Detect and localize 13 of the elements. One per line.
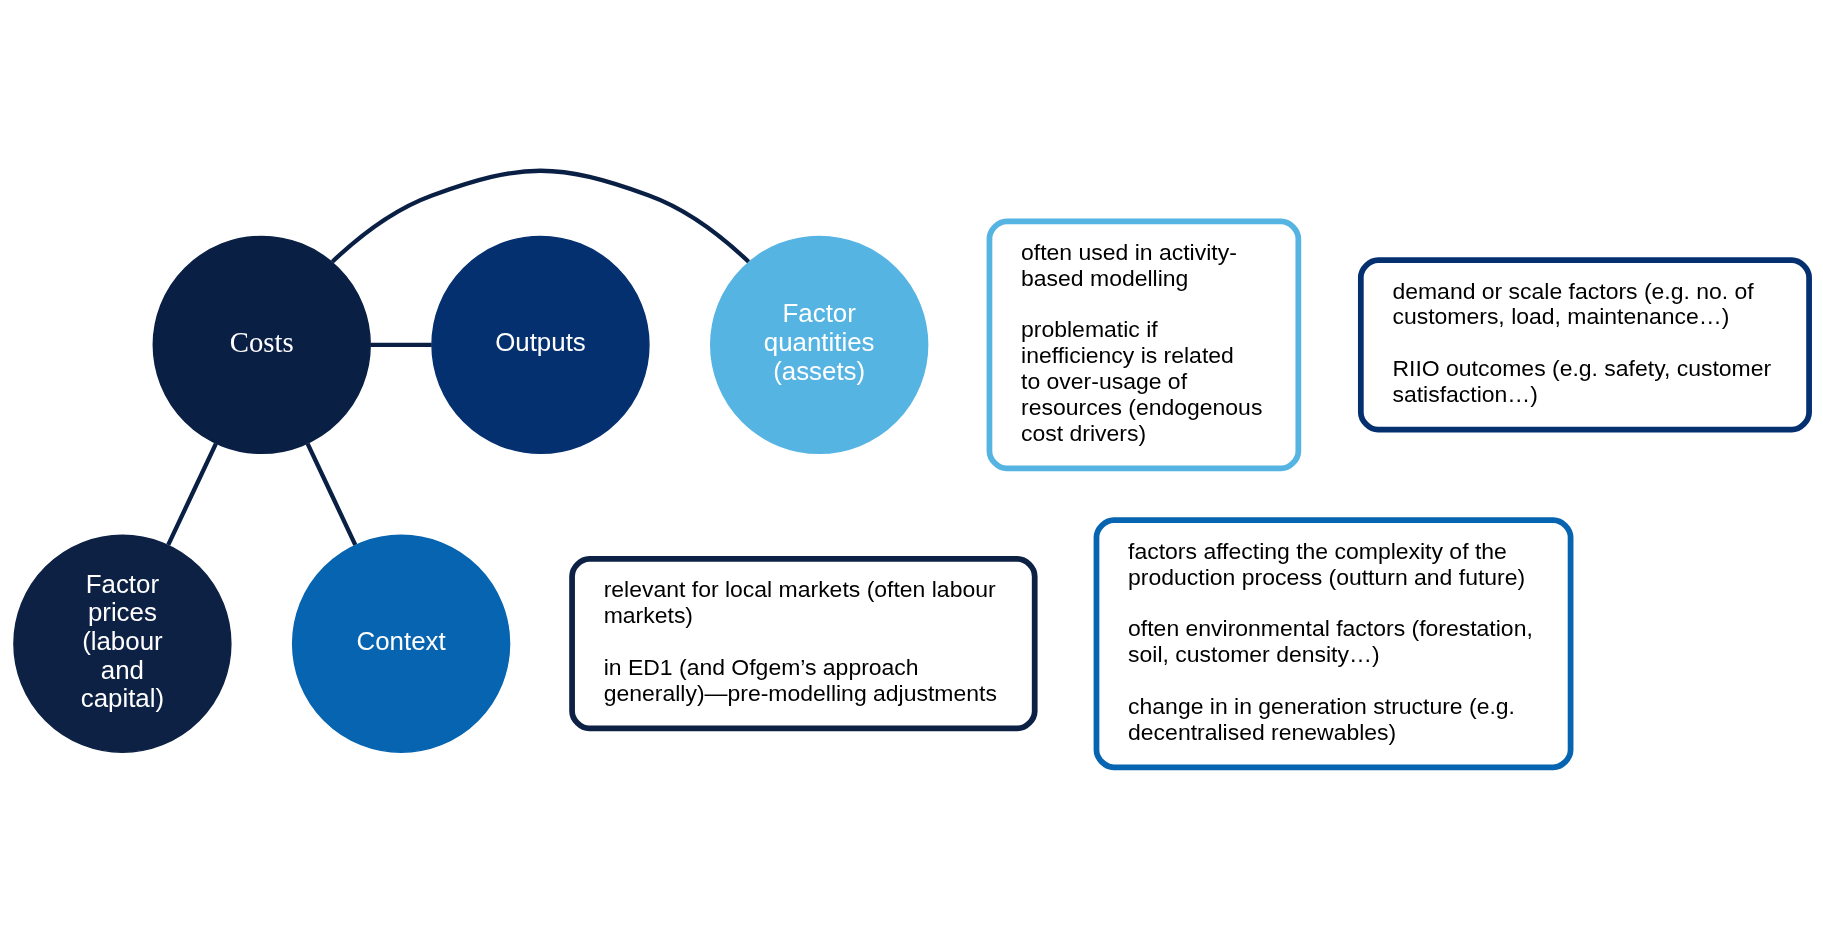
node-circle: Costs [152,235,371,454]
connector [370,342,432,347]
node-circle: Outputs [431,235,650,454]
node-box: relevant for local markets (often labour markets) in ED1 (and Ofgem’s approach generally)—pre-modelling adjustments [569,555,1038,731]
node-circle: Context [291,534,511,753]
connector [330,168,751,263]
node-circle: Factor quantities (assets) [710,235,929,454]
connector [166,442,218,546]
node-box: often used in activity-based modelling problematic if inefficiency is related to over-usage of resources (endogenous cost drivers) [986,217,1302,471]
node-box: demand or scale factors (e.g. no. of customers, load, maintenance…) RIIO outcomes (e.g. safety, customer satisfaction…) [1357,256,1812,432]
node-circle: Factor prices (labour and capital) [13,534,232,753]
connector [305,442,358,546]
node-box: factors affecting the complexity of the production process (outturn and future) often environmental factors (forestation, soil, customer density…) change in in generation structure (e.g. decentralised renewables) [1093,516,1574,770]
